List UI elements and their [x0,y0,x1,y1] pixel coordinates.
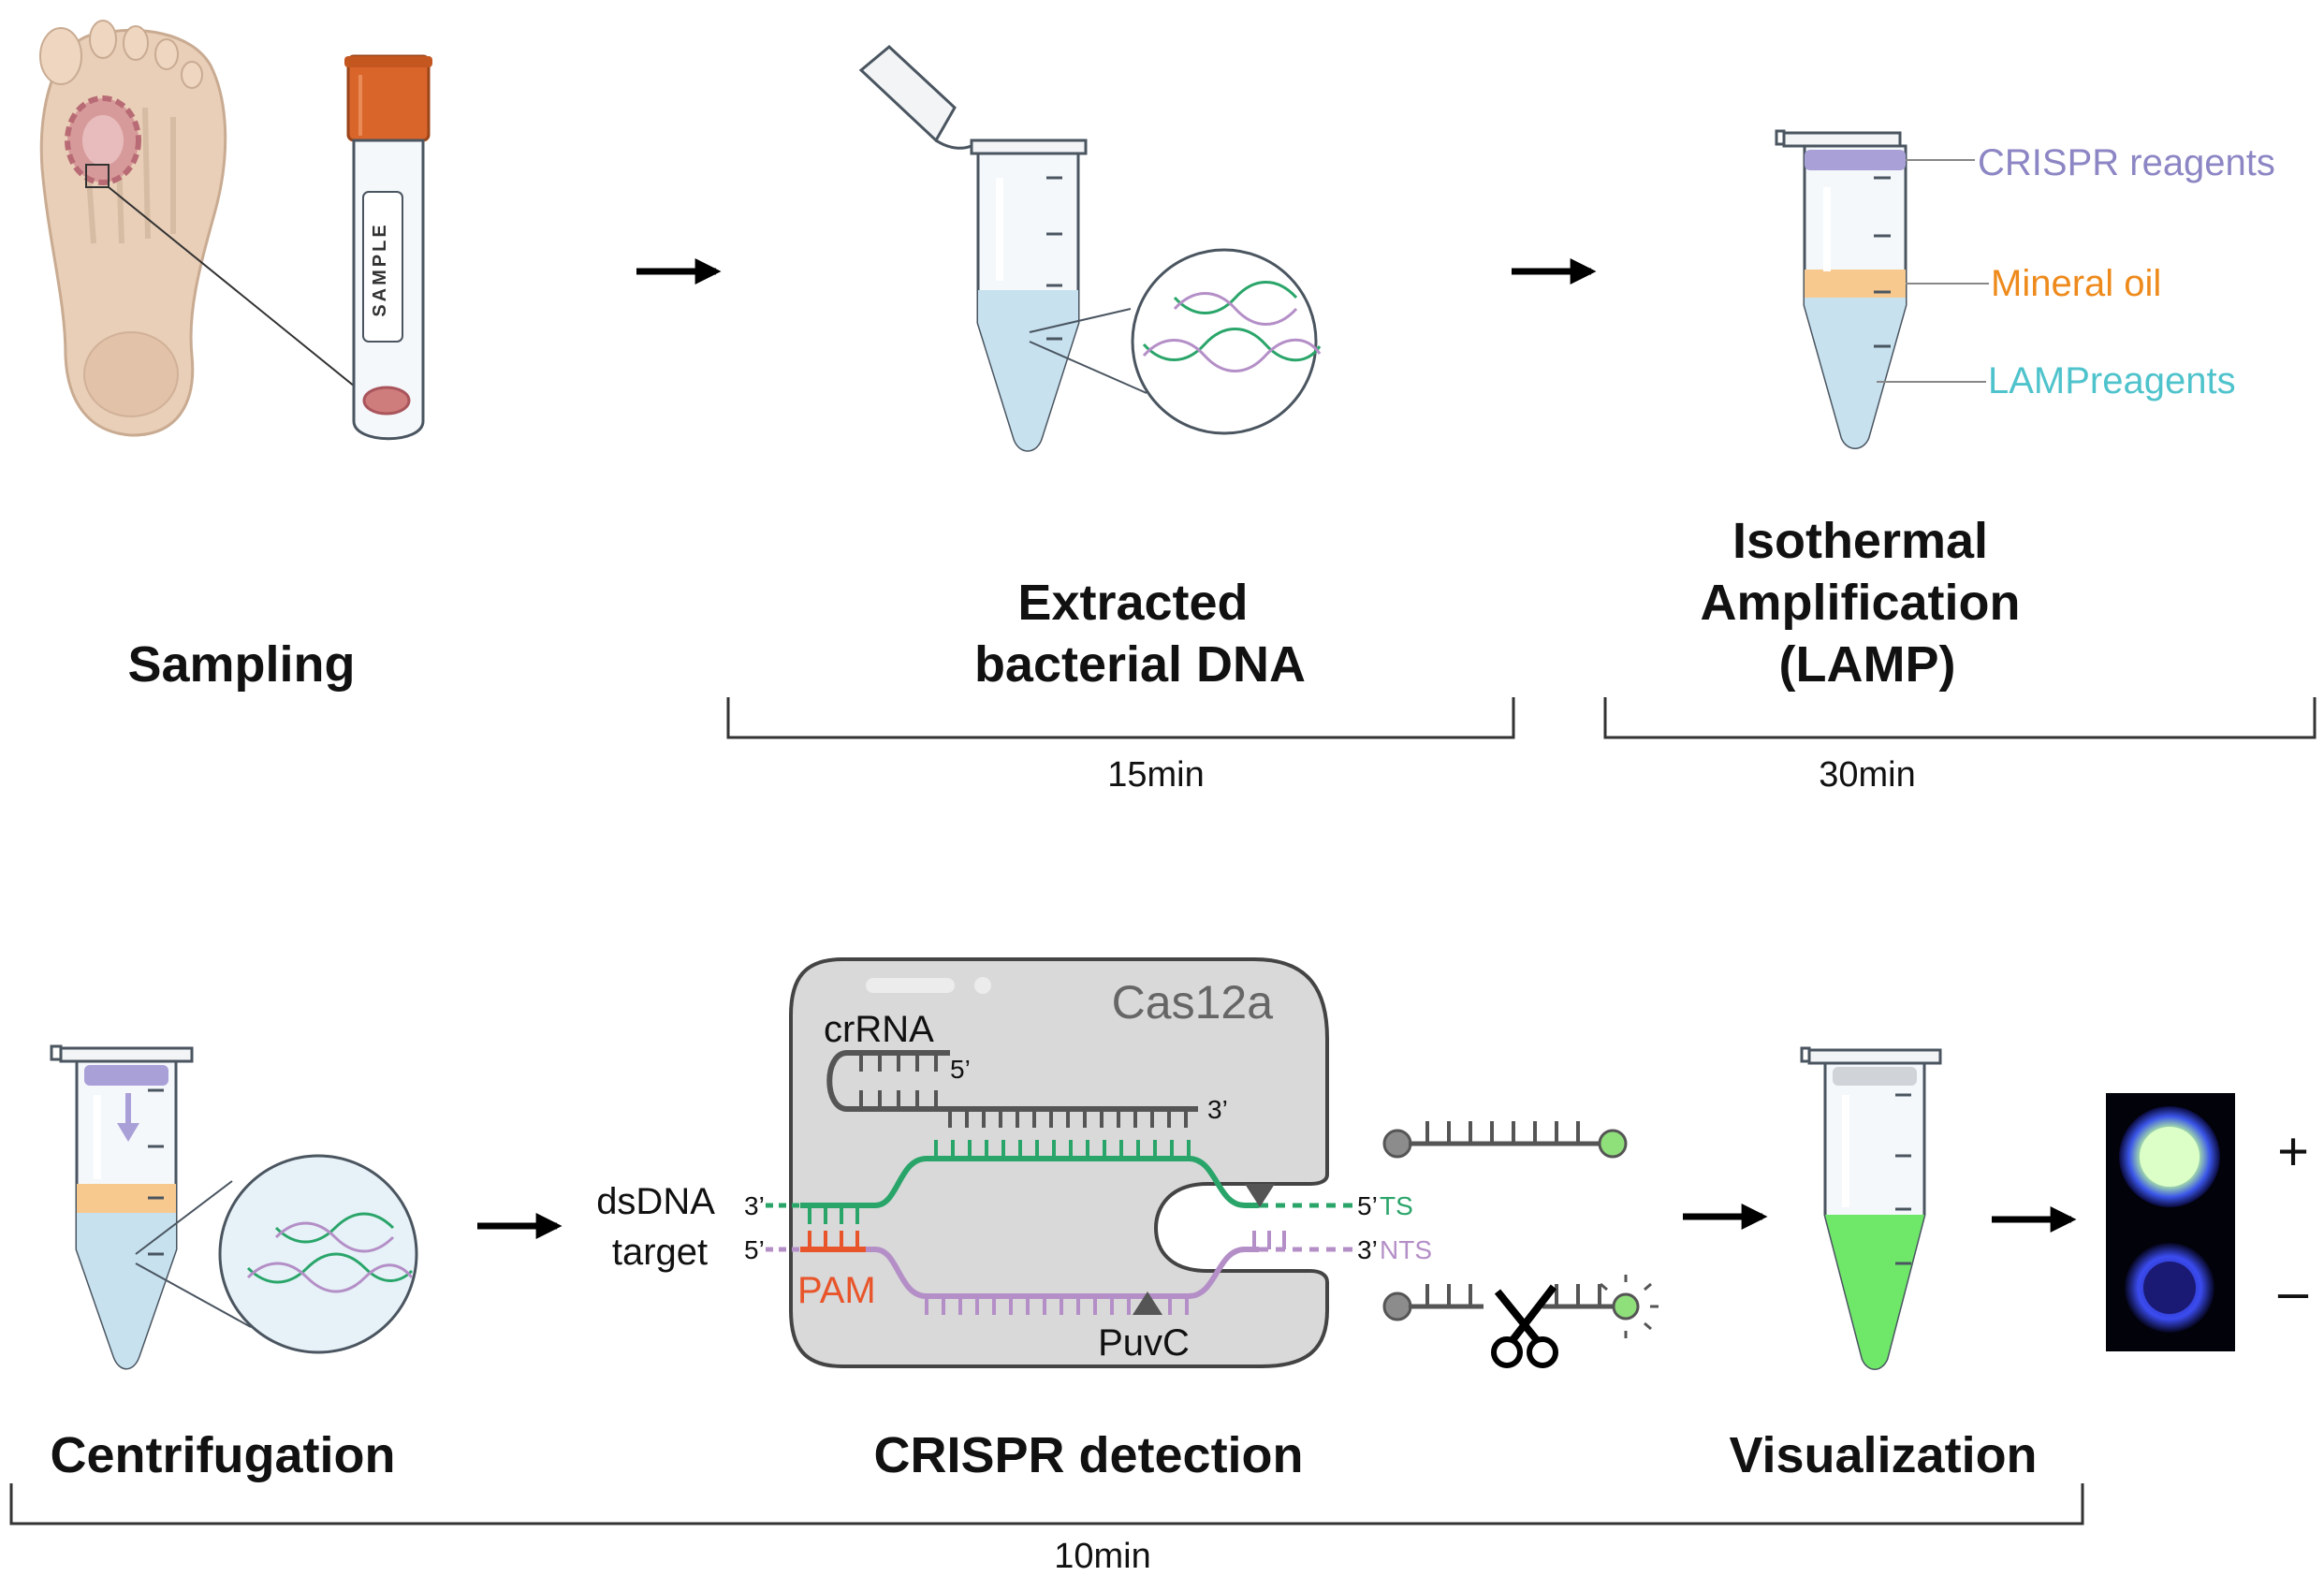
reporter-probe-intact [1382,1121,1628,1159]
label-mineral-oil: Mineral oil [1991,263,2161,304]
ts-label: TS [1380,1191,1413,1220]
dsdna-target-label: dsDNA target [596,1181,724,1273]
foot-illustration [39,20,375,437]
cas12a-complex [789,957,1329,1368]
label-lamp-reagents: LAMPreagents [1988,360,2236,401]
step-label-lamp-line3: (LAMP) [1779,636,1956,693]
step-label-centrifugation: Centrifugation [51,1427,396,1483]
step-label-sampling: Sampling [127,636,355,693]
crrna-strand [826,1050,1198,1128]
visualization-tube [1800,1046,1942,1370]
step-label-extraction: Extracted bacterial DNA [974,575,1306,693]
dna-helix-icon [1142,281,1322,372]
reporter-probe-cleaved [1382,1275,1659,1338]
scissors-icon [1491,1284,1558,1368]
pam-label: PAM [797,1270,876,1311]
step-label-lamp-line1: Isothermal [1732,513,1988,569]
nts-right-3-prime: 3’ [1357,1235,1378,1264]
label-crispr-reagents: CRISPR reagents [1978,142,2275,183]
ruvc-site-icon [1133,1291,1162,1315]
crrna-label: crRNA [824,1009,934,1050]
centrifugation-tube [50,1044,418,1370]
crrna-3-prime: 3’ [1207,1095,1228,1124]
fluorescence-result-image [2106,1093,2235,1351]
bracket-detection [9,1483,2084,1525]
cleavage-site-ts-icon [1245,1184,1275,1207]
ts-left-3-prime: 3’ [744,1191,765,1220]
dsdna-target-line1: dsDNA [596,1181,715,1222]
step-label-lamp: Isothermal Amplification (LAMP) [1700,513,2034,693]
dsdna-target-line2: target [612,1232,708,1273]
result-negative-label: – [2278,1262,2309,1322]
step-label-crispr: CRISPR detection [873,1427,1303,1483]
duration-lamp: 30min [1819,755,1916,795]
extraction-tube [858,45,1318,452]
result-positive-label: + [2277,1121,2309,1182]
bracket-extraction [726,697,1515,739]
duration-detection: 10min [1054,1537,1151,1576]
target-strand [766,1140,1355,1224]
step-label-lamp-line2: Amplification [1700,575,2020,631]
cas12a-label: Cas12a [1112,976,1274,1029]
sample-tube-label: SAMPLE [370,222,390,316]
step-label-visualization: Visualization [1729,1427,2037,1483]
ts-right-5-prime: 5’ [1357,1191,1378,1220]
sample-tube: SAMPLE [344,54,432,441]
ruvc-label: PuvC [1098,1322,1190,1364]
nts-left-5-prime: 5’ [744,1235,765,1264]
lamp-tube [1775,129,1989,449]
bracket-lamp [1603,697,2317,739]
non-target-strand [766,1231,1355,1315]
crrna-5-prime: 5’ [950,1055,971,1084]
nts-label: NTS [1380,1235,1432,1264]
step-label-extraction-line1: Extracted [1017,575,1248,631]
step-label-extraction-line2: bacterial DNA [974,636,1306,693]
duration-extraction: 15min [1107,755,1205,795]
